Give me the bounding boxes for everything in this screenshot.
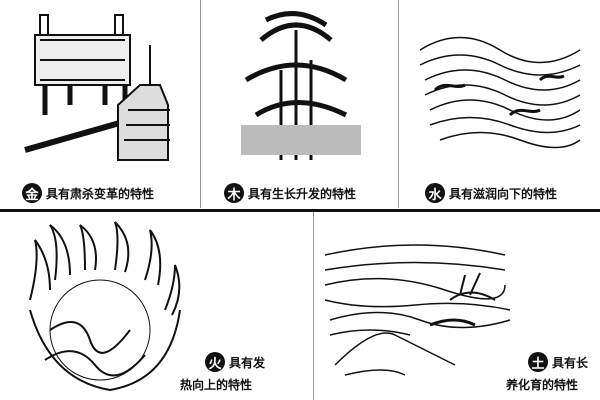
fire-caption: 火 具有发 [205,352,265,372]
metal-illustration [24,14,170,161]
wood-badge: 木 [224,183,244,203]
water-caption: 水 具有滋润向下的特性 [425,183,557,203]
divider [313,212,314,400]
earth-caption: 土 具有长 [528,352,588,372]
fire-badge: 火 [205,352,225,372]
wood-caption: 木 具有生长升发的特性 [224,183,356,203]
metal-caption: 金 具有肃杀变革的特性 [22,183,154,203]
earth-badge: 土 [528,352,548,372]
fire-caption-line2: 热向上的特性 [180,378,253,392]
wood-illustration [241,11,361,160]
divider [398,0,399,208]
divider [200,0,201,208]
water-badge: 水 [425,183,445,203]
earth-illustration [324,244,511,376]
fire-illustration [29,221,181,392]
earth-caption-line2: 养化育的特性 [506,378,579,392]
divider [0,209,600,212]
metal-badge: 金 [22,183,42,203]
water-illustration [419,36,581,149]
